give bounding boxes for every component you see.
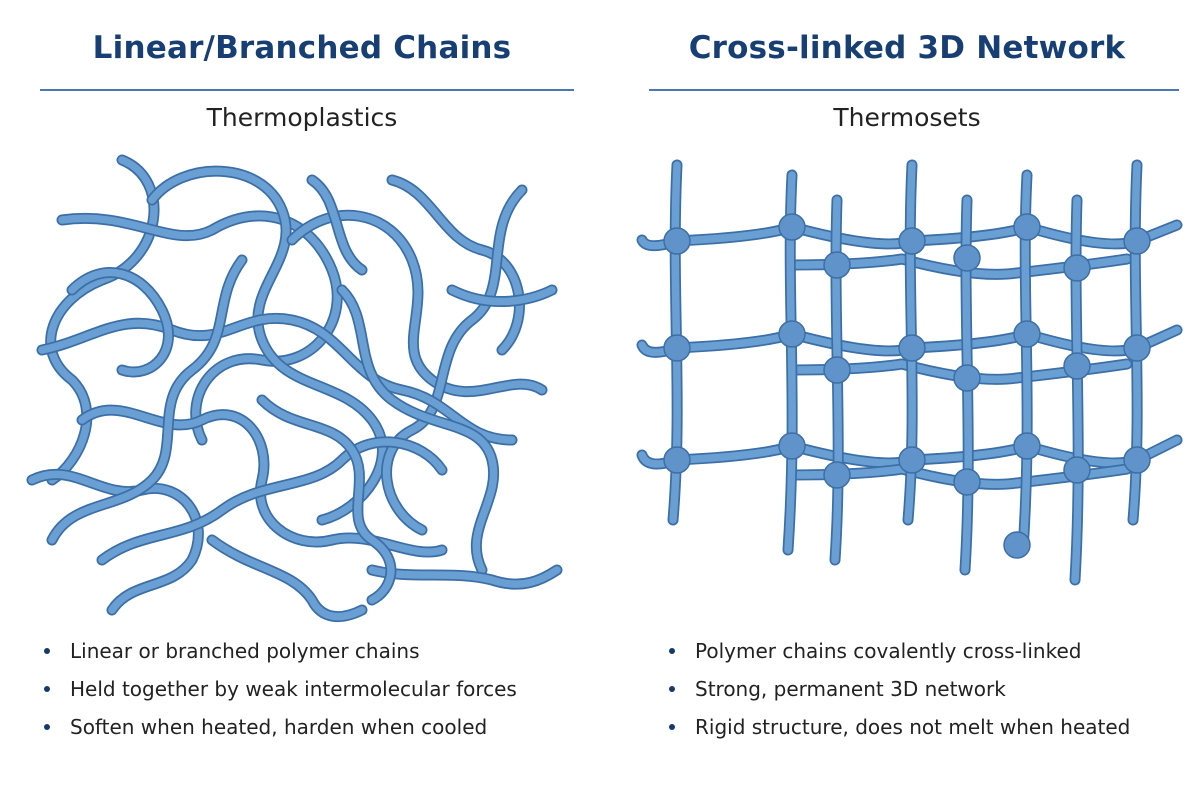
polymer-chain <box>388 176 524 354</box>
bullet-dot-icon <box>44 686 50 692</box>
crosslink-node <box>898 227 926 255</box>
polymer-chain <box>28 470 202 614</box>
crosslink-node <box>1063 352 1091 380</box>
crosslink-node <box>1013 320 1041 348</box>
network-strand <box>1071 196 1082 584</box>
polymer-chain-group <box>26 154 563 623</box>
bullet-text: Held together by weak intermolecular for… <box>70 677 517 701</box>
crosslink-node <box>823 251 851 279</box>
polymer-chain <box>208 536 366 621</box>
right-bullet-item: Rigid structure, does not melt when heat… <box>667 712 1130 750</box>
polymer-chain <box>338 286 498 574</box>
bullet-text: Strong, permanent 3D network <box>695 677 1006 701</box>
polymer-chain <box>308 176 366 274</box>
bullet-dot-icon <box>44 724 50 730</box>
bullet-text: Linear or branched polymer chains <box>70 639 420 663</box>
crosslink-node <box>663 227 691 255</box>
polymer-chain <box>368 566 561 588</box>
bullet-dot-icon <box>44 648 50 654</box>
crosslink-node <box>823 461 851 489</box>
right-bullet-item: Polymer chains covalently cross-linked <box>667 636 1130 674</box>
right-bullet-item: Strong, permanent 3D network <box>667 674 1130 712</box>
polymer-chain <box>148 167 387 524</box>
crosslink-node <box>1063 456 1091 484</box>
crosslink-node <box>953 244 981 272</box>
right-bullet-list: Polymer chains covalently cross-linked S… <box>667 636 1130 750</box>
left-panel-title: Linear/Branched Chains <box>92 30 512 66</box>
left-title-divider <box>40 89 574 91</box>
crosslink-node <box>663 334 691 362</box>
left-bullet-item: Linear or branched polymer chains <box>42 636 517 674</box>
crosslink-node <box>953 364 981 392</box>
bullet-dot-icon <box>669 724 675 730</box>
bullet-text: Polymer chains covalently cross-linked <box>695 639 1082 663</box>
polymer-chain <box>68 268 173 376</box>
polymer-chain <box>448 286 556 306</box>
crosslink-node <box>778 432 806 460</box>
crosslinked-network-illustration <box>636 159 1183 586</box>
left-bullet-item: Soften when heated, harden when cooled <box>42 712 517 750</box>
bullet-text: Soften when heated, harden when cooled <box>70 715 488 739</box>
bullet-dot-icon <box>669 648 675 654</box>
right-panel-subtitle: Thermosets <box>833 103 981 132</box>
crosslink-node <box>1063 254 1091 282</box>
polymer-chain <box>382 186 526 534</box>
right-title-divider <box>649 89 1179 91</box>
crosslink-node <box>1013 432 1041 460</box>
linear-chains-illustration <box>26 154 563 623</box>
crosslink-node <box>1003 531 1031 559</box>
polymer-chain <box>58 212 341 444</box>
crosslink-node <box>898 446 926 474</box>
crosslink-node <box>663 446 691 474</box>
bullet-dot-icon <box>669 686 675 692</box>
polymer-chain <box>98 438 446 564</box>
polymer-chain <box>47 156 158 484</box>
polymer-chain <box>258 396 395 604</box>
network-group <box>636 159 1183 586</box>
crosslink-node <box>823 356 851 384</box>
polymer-chain <box>48 256 246 544</box>
crosslink-node <box>898 334 926 362</box>
polymer-chain <box>288 211 546 396</box>
crosslink-node <box>778 320 806 348</box>
left-bullet-list: Linear or branched polymer chains Held t… <box>42 636 517 750</box>
polymer-chain <box>38 314 516 444</box>
crosslink-node <box>1013 213 1041 241</box>
left-bullet-item: Held together by weak intermolecular for… <box>42 674 517 712</box>
thermosets-panel: Cross-linked 3D Network Thermosets Polym… <box>617 0 1197 800</box>
crosslink-node <box>1123 334 1151 362</box>
crosslink-node <box>1123 227 1151 255</box>
crosslink-node <box>778 213 806 241</box>
left-panel-subtitle: Thermoplastics <box>206 103 398 132</box>
crosslink-node <box>953 468 981 496</box>
thermoplastics-panel: Linear/Branched Chains Thermoplastics Li… <box>12 0 592 800</box>
right-panel-title: Cross-linked 3D Network <box>688 30 1126 66</box>
crosslink-node <box>1123 446 1151 474</box>
bullet-text: Rigid structure, does not melt when heat… <box>695 715 1131 739</box>
